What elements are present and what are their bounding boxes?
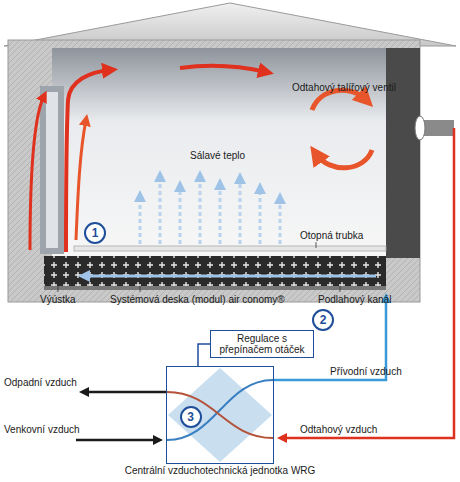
- part-label: Systémová deska (modul) air conomy®: [110, 294, 285, 306]
- callout-text: 1: [92, 226, 99, 240]
- part-label: Sálavé teplo: [190, 150, 245, 162]
- part-label: Výústka: [40, 294, 76, 306]
- connector-line: [198, 344, 210, 366]
- node-text: Centrální vzduchotechnická jednotka WRG: [125, 465, 316, 476]
- callout-text: 2: [320, 313, 327, 327]
- control-box: Regulace s přepínačem otáček: [210, 330, 314, 358]
- flow-label: Venkovní vzduch: [4, 424, 80, 436]
- node-text: Regulace s přepínačem otáček: [213, 333, 311, 355]
- ventilation-unit: Centrální vzduchotechnická jednotka WRG3: [166, 366, 274, 464]
- part-label: Podlahový kanál: [318, 294, 391, 306]
- part-label: Otopná trubka: [300, 230, 363, 242]
- callout-number: 1: [84, 222, 106, 244]
- callout-number: 3: [180, 406, 202, 428]
- flow-label: Odpadní vzduch: [4, 377, 77, 389]
- part-label: Odtahový talířový ventil: [292, 82, 396, 94]
- callout-text: 3: [187, 410, 194, 424]
- flow-label: Odtahový vzduch: [300, 424, 377, 436]
- flow-label: Přívodní vzduch: [330, 366, 402, 378]
- callout-number: 2: [312, 309, 334, 331]
